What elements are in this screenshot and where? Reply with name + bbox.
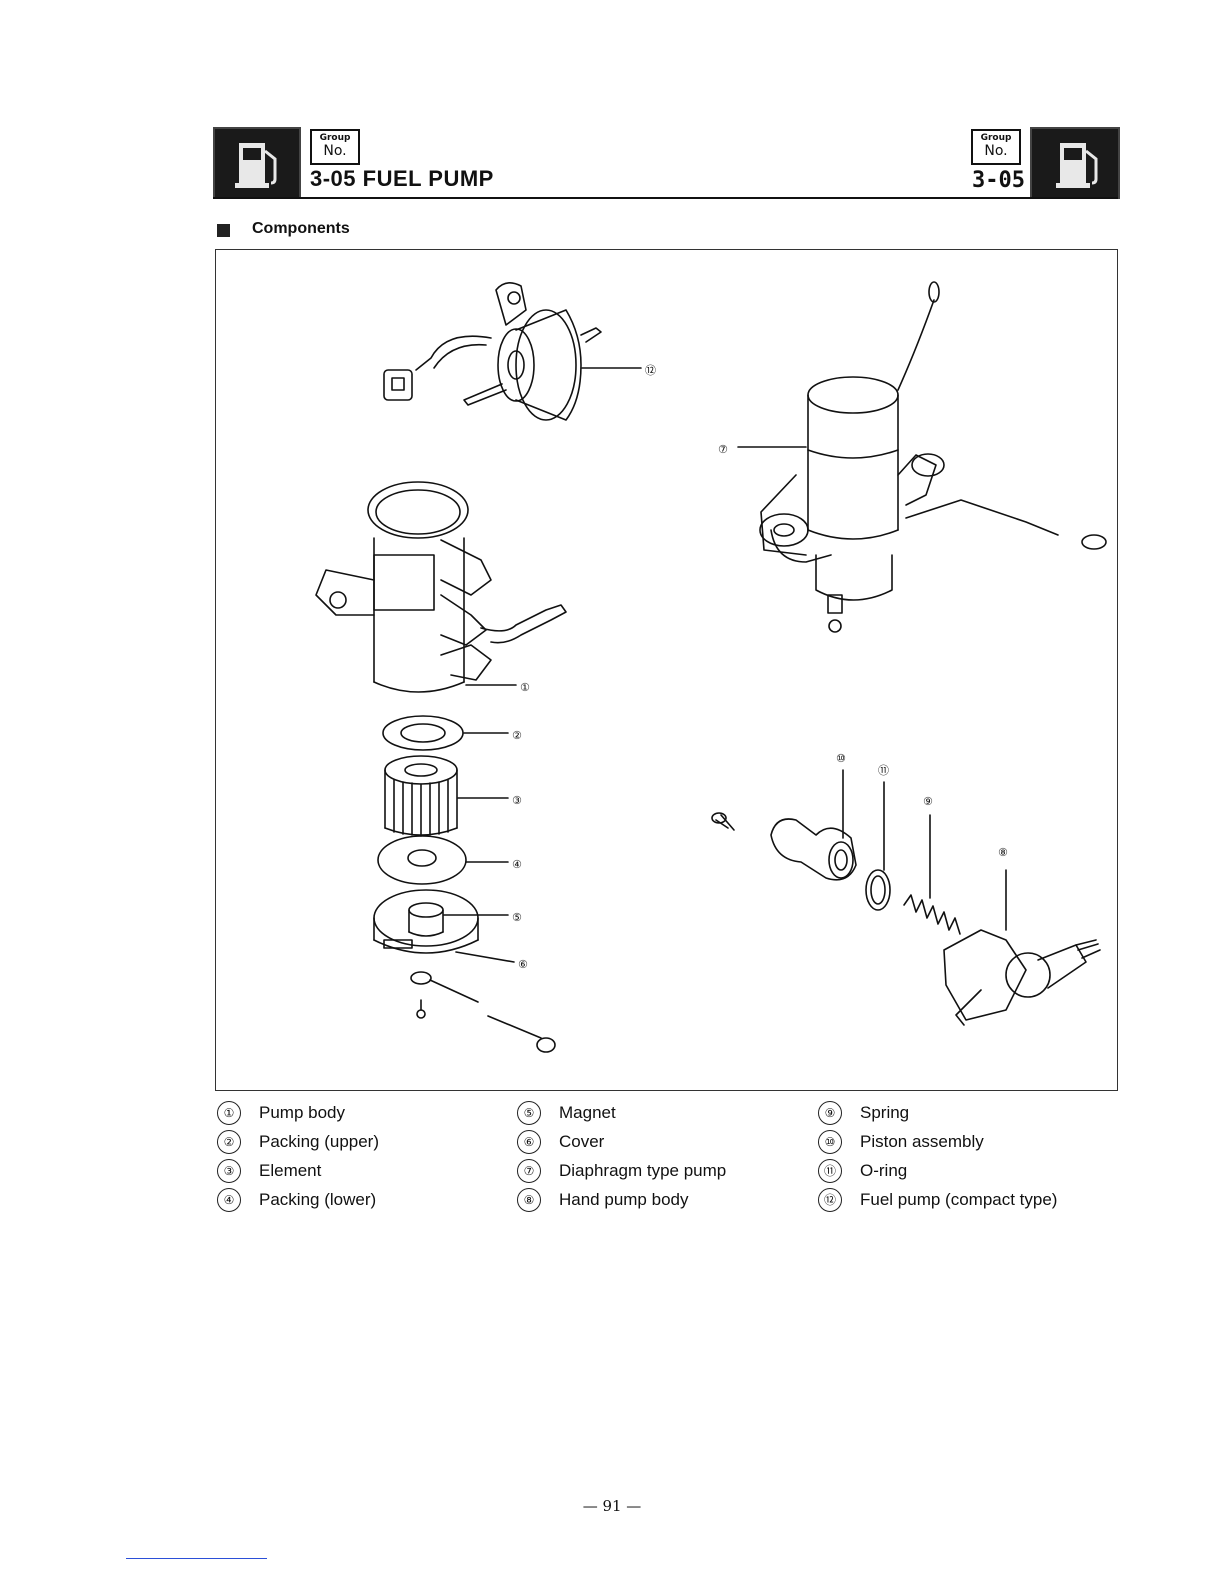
- legend-item: ⑫ Fuel pump (compact type): [818, 1185, 1057, 1214]
- legend-column-1: ① Pump body ② Packing (upper) ③ Element ④ Pa…: [217, 1098, 379, 1214]
- legend-item: ① Pump body: [217, 1098, 379, 1127]
- legend-item: ④ Packing (lower): [217, 1185, 379, 1214]
- callout-3: ③: [512, 794, 522, 807]
- callout-2: ②: [512, 729, 522, 742]
- legend-item: ⑤ Magnet: [517, 1098, 726, 1127]
- legend-item: ⑦ Diaphragm type pump: [517, 1156, 726, 1185]
- group-number-box: Group No.: [310, 129, 360, 165]
- callout-1: ①: [520, 681, 530, 694]
- legend-label: Diaphragm type pump: [559, 1161, 726, 1181]
- legend-item: ⑩ Piston assembly: [818, 1127, 1057, 1156]
- legend-number: ⑪: [818, 1159, 842, 1183]
- page-title: 3-05 FUEL PUMP: [310, 166, 494, 192]
- callout-7: ⑦: [718, 443, 728, 456]
- legend-number: ②: [217, 1130, 241, 1154]
- components-diagram: ⑫ ① ②: [215, 249, 1118, 1091]
- packing-upper-illustration: [383, 716, 463, 750]
- legend-number: ⑦: [517, 1159, 541, 1183]
- group-label: Group: [312, 134, 358, 143]
- callout-4: ④: [512, 858, 522, 871]
- legend-label: Hand pump body: [559, 1190, 688, 1210]
- callout-11: ⑪: [878, 764, 889, 777]
- hand-pump-body-illustration: [944, 930, 1100, 1025]
- pump-body-illustration: [316, 482, 566, 692]
- legend-number: ⑨: [818, 1101, 842, 1125]
- packing-lower-illustration: [378, 836, 466, 884]
- section-title: Components: [252, 220, 350, 238]
- group-label-right: Group: [973, 134, 1019, 143]
- callout-10: ⑩: [836, 752, 846, 765]
- element-illustration: [385, 756, 457, 836]
- legend-number: ⑫: [818, 1188, 842, 1212]
- fuel-pump-icon: [213, 127, 301, 199]
- callout-5: ⑤: [512, 911, 522, 924]
- legend-label: Pump body: [259, 1103, 345, 1123]
- legend-number: ③: [217, 1159, 241, 1183]
- legend-number: ⑤: [517, 1101, 541, 1125]
- group-number-box-right: Group No.: [971, 129, 1021, 165]
- legend-number: ①: [217, 1101, 241, 1125]
- section-bullet: [217, 224, 230, 237]
- legend-number: ⑩: [818, 1130, 842, 1154]
- fuel-pump-icon-right: [1030, 127, 1120, 199]
- legend-item: ⑪ O-ring: [818, 1156, 1057, 1185]
- legend-label: Fuel pump (compact type): [860, 1190, 1057, 1210]
- cover-illustration: [374, 890, 478, 953]
- callout-6: ⑥: [518, 958, 528, 971]
- legend-column-3: ⑨ Spring ⑩ Piston assembly ⑪ O-ring ⑫ Fuel p…: [818, 1098, 1057, 1214]
- legend-label: Element: [259, 1161, 321, 1181]
- legend-label: O-ring: [860, 1161, 907, 1181]
- callout-9: ⑨: [923, 795, 933, 808]
- legend-item: ⑨ Spring: [818, 1098, 1057, 1127]
- group-number: 3-05: [972, 168, 1025, 193]
- o-ring-illustration: [866, 870, 890, 910]
- compact-fuel-pump-illustration: [384, 283, 641, 420]
- legend-label: Packing (lower): [259, 1190, 376, 1210]
- legend-item: ② Packing (upper): [217, 1127, 379, 1156]
- no-label-right: No.: [973, 144, 1019, 158]
- legend-item: ③ Element: [217, 1156, 379, 1185]
- legend-item: ⑥ Cover: [517, 1127, 726, 1156]
- legend-label: Cover: [559, 1132, 604, 1152]
- header-rule: [213, 197, 1118, 199]
- magnet-illustration: [409, 903, 443, 936]
- spring-illustration: [904, 895, 960, 934]
- legend-label: Packing (upper): [259, 1132, 379, 1152]
- piston-assembly-illustration: [712, 813, 856, 880]
- callout-12: ⑫: [645, 364, 656, 377]
- legend-number: ⑥: [517, 1130, 541, 1154]
- callout-8: ⑧: [998, 846, 1008, 859]
- legend-column-2: ⑤ Magnet ⑥ Cover ⑦ Diaphragm type pump ⑧ Han…: [517, 1098, 726, 1214]
- legend-label: Magnet: [559, 1103, 616, 1123]
- legend-number: ④: [217, 1188, 241, 1212]
- bottom-divider: [126, 1558, 267, 1559]
- legend-label: Spring: [860, 1103, 909, 1123]
- legend-item: ⑧ Hand pump body: [517, 1185, 726, 1214]
- legend-number: ⑧: [517, 1188, 541, 1212]
- diaphragm-pump-illustration: [760, 282, 1106, 632]
- page-number: — 91 —: [0, 1497, 1224, 1515]
- ground-wire-illustration: [411, 972, 555, 1052]
- legend-label: Piston assembly: [860, 1132, 984, 1152]
- no-label: No.: [312, 144, 358, 158]
